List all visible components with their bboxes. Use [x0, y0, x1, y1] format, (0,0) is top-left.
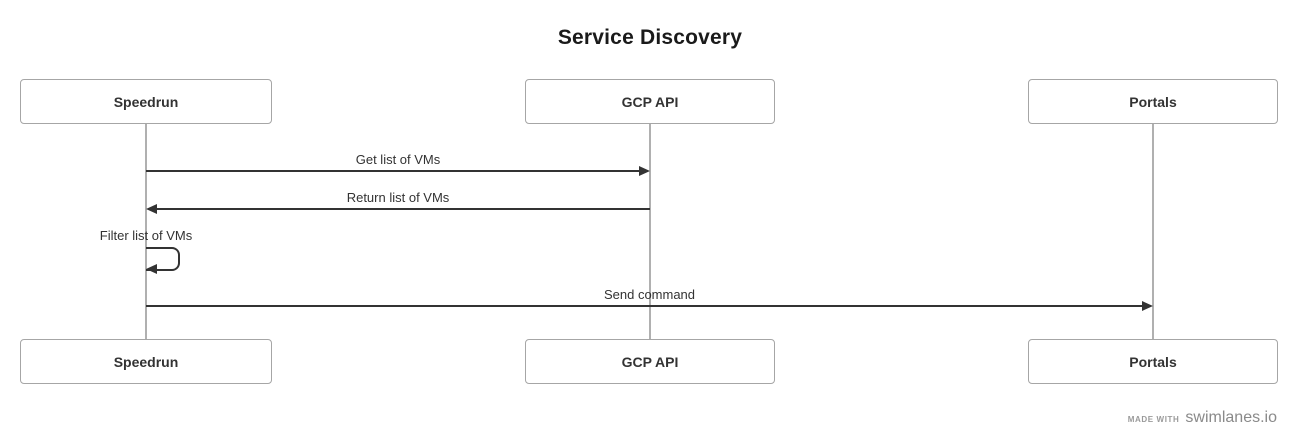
message-arrow-send-command [146, 305, 1144, 307]
message-arrow-get-list-of-vms [146, 170, 641, 172]
actor-box-gcp-api-top: GCP API [525, 79, 775, 124]
message-label-get-list-of-vms: Get list of VMs [355, 152, 441, 167]
actor-label: GCP API [621, 93, 679, 110]
message-label-filter-list-of-vms: Filter list of VMs [99, 228, 193, 243]
arrowhead-left-icon [146, 264, 157, 274]
actor-box-portals-top: Portals [1028, 79, 1278, 124]
actor-label: Portals [1129, 353, 1177, 370]
message-arrow-return-list-of-vms [157, 208, 650, 210]
actor-box-gcp-api-bottom: GCP API [525, 339, 775, 384]
arrowhead-left-icon [146, 204, 157, 214]
message-label-return-list-of-vms: Return list of VMs [346, 190, 450, 205]
lifeline-gcp-api [649, 124, 651, 340]
made-with-label: MADE WITH [1127, 415, 1180, 424]
footer: MADE WITH swimlanes.io [1128, 409, 1277, 427]
self-message-loop [146, 247, 180, 271]
diagram-title: Service Discovery [557, 26, 743, 49]
actor-label: Portals [1129, 93, 1177, 110]
actor-label: Speedrun [113, 93, 179, 110]
lifeline-speedrun [145, 124, 147, 340]
actor-box-speedrun-top: Speedrun [20, 79, 272, 124]
actor-label: GCP API [621, 353, 679, 370]
actor-box-portals-bottom: Portals [1028, 339, 1278, 384]
arrowhead-right-icon [1142, 301, 1153, 311]
arrowhead-right-icon [639, 166, 650, 176]
swimlanes-io-link[interactable]: swimlanes.io [1185, 409, 1277, 426]
actor-box-speedrun-bottom: Speedrun [20, 339, 272, 384]
lifeline-portals [1152, 124, 1154, 340]
actor-label: Speedrun [113, 353, 179, 370]
message-label-send-command: Send command [603, 287, 696, 302]
